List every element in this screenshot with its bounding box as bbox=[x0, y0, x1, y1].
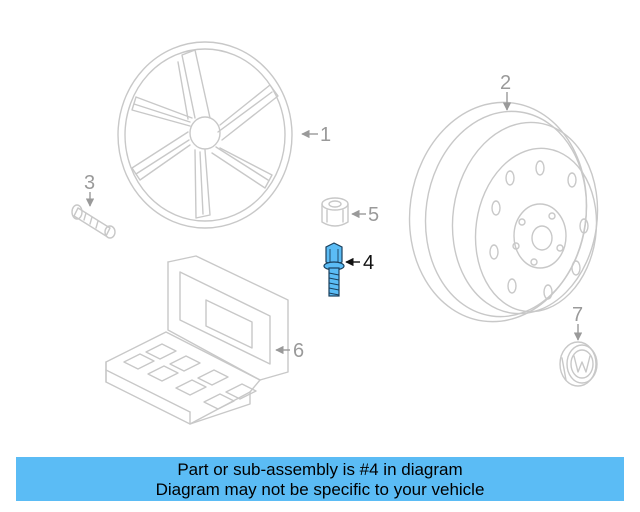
callout-3: 3 bbox=[84, 172, 95, 194]
info-banner: Part or sub-assembly is #4 in diagram Di… bbox=[16, 457, 624, 501]
part-7-center-cap bbox=[559, 341, 598, 387]
part-6-storage-case bbox=[105, 255, 289, 425]
callout-2: 2 bbox=[500, 72, 511, 94]
part-3-valve-stem bbox=[71, 204, 116, 239]
callout-5: 5 bbox=[368, 204, 379, 226]
part-5-lock-nut bbox=[321, 197, 349, 227]
callout-4: 4 bbox=[363, 252, 374, 274]
banner-line-2: Diagram may not be specific to your vehi… bbox=[155, 480, 485, 499]
part-1-alloy-wheel bbox=[117, 41, 293, 229]
callout-7: 7 bbox=[572, 304, 583, 326]
callout-1: 1 bbox=[320, 124, 331, 146]
banner-line-1: Part or sub-assembly is #4 in diagram bbox=[177, 460, 463, 479]
callout-6: 6 bbox=[293, 340, 304, 362]
part-4-lug-bolt bbox=[323, 242, 345, 297]
part-2-steel-wheel bbox=[408, 101, 599, 323]
